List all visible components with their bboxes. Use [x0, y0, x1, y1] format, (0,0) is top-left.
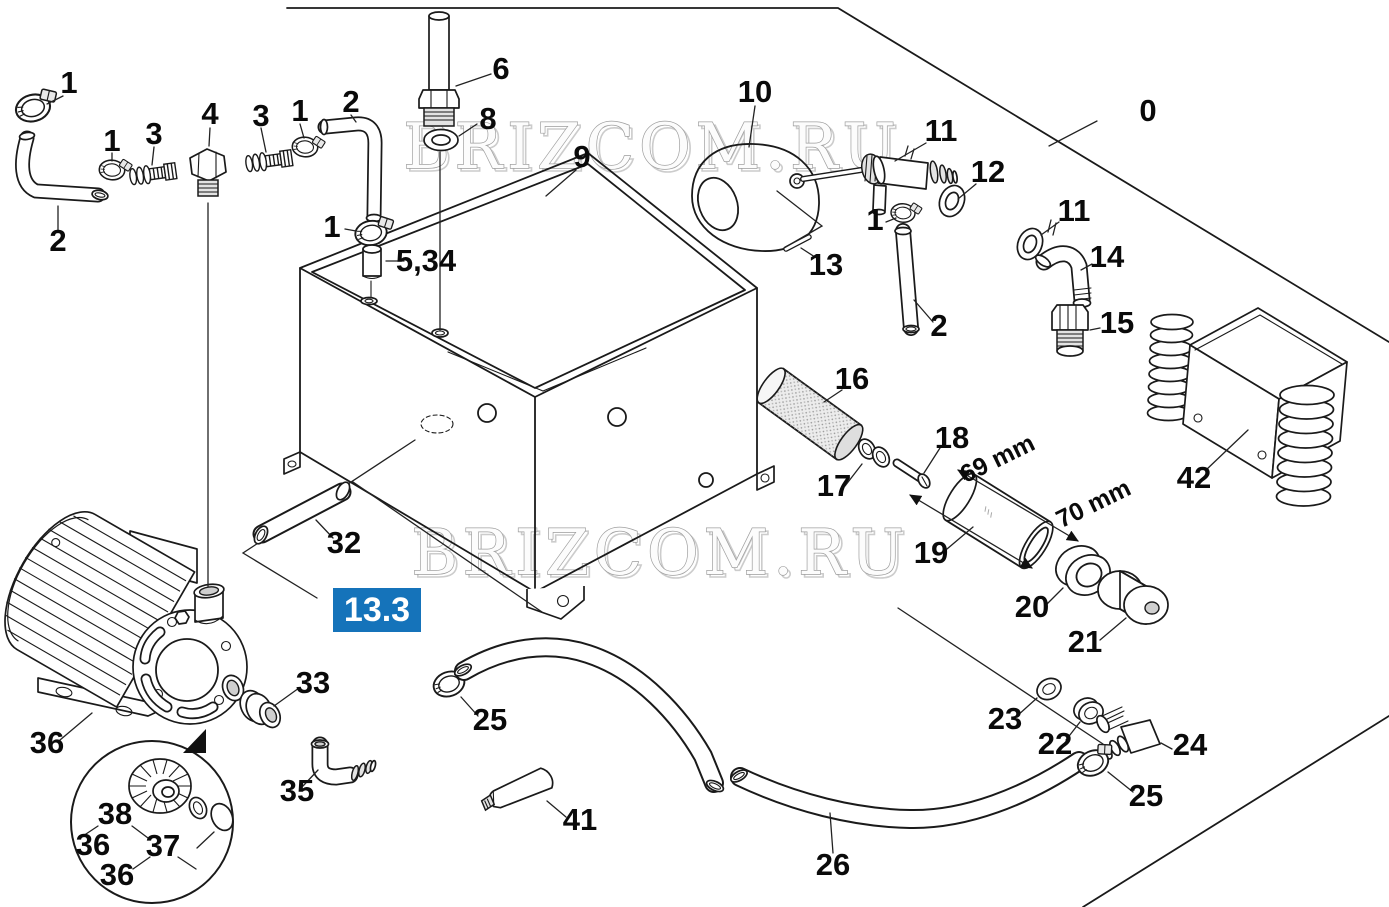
watermark: BRIZCOM.RU [403, 110, 900, 183]
pump-volute [132, 583, 248, 725]
watermark: BRIZCOM.RU [411, 516, 908, 589]
part-label-21: 21 [1068, 624, 1102, 659]
pipe-19 [942, 472, 1054, 570]
part-label-8: 8 [479, 101, 496, 136]
part-label-2: 2 [49, 223, 66, 258]
exploded-axis [897, 607, 1104, 745]
bushing-33 [239, 689, 282, 729]
section-badge: 13.3 [333, 588, 421, 632]
hose-clamp-1c [290, 133, 327, 160]
hose-26 [453, 637, 1089, 830]
part-label-6: 6 [492, 51, 509, 86]
witness-lines-32 [241, 439, 543, 613]
part-label-1: 1 [103, 123, 120, 158]
leader-lines [46, 73, 1249, 854]
part-label-14: 14 [1090, 239, 1125, 274]
detail-circle [70, 729, 234, 904]
part-label-18: 18 [935, 420, 969, 455]
part-label-26: 26 [816, 847, 850, 882]
part-label-11: 11 [925, 113, 958, 148]
part-label-3: 3 [252, 98, 269, 133]
motor-pump-36 [4, 510, 248, 725]
part-label-9: 9 [573, 139, 590, 174]
part-label-36: 36 [30, 725, 64, 760]
part-label-19: 19 [914, 535, 948, 570]
part-label-35: 35 [280, 773, 314, 808]
filter-16 [756, 367, 864, 461]
part-label-0: 0 [1139, 93, 1156, 128]
part-label-42: 42 [1177, 460, 1211, 495]
elbow-35 [310, 736, 377, 786]
pipe-32 [252, 481, 352, 545]
part-label-25: 25 [1129, 778, 1163, 813]
valve-group-11 [860, 153, 1044, 336]
part-label-25: 25 [473, 702, 507, 737]
seal-ring-37 [188, 796, 208, 820]
part-label-36: 36 [100, 857, 134, 892]
part-label-38: 38 [98, 796, 132, 831]
part-label-15: 15 [1100, 305, 1134, 340]
impeller-38 [128, 758, 192, 814]
part-label-12: 12 [971, 154, 1005, 189]
barb-fitting-3b [244, 148, 294, 174]
part-label-5,34: 5,34 [396, 243, 457, 278]
seal-disc-37 [210, 802, 234, 832]
part-label-36: 36 [76, 827, 110, 862]
section-badge-background [333, 588, 421, 632]
part-label-3: 3 [145, 116, 162, 151]
frame-border [286, 7, 1389, 907]
part-label-4: 4 [201, 96, 219, 131]
part-label-1: 1 [60, 65, 77, 100]
dimension-label: 70 mm [1052, 474, 1135, 534]
spring-box-42 [1146, 307, 1348, 507]
part-label-1: 1 [866, 202, 883, 237]
motor-barrel [4, 510, 196, 708]
part-label-22: 22 [1038, 726, 1072, 761]
part-label-24: 24 [1173, 727, 1208, 762]
ring-23 [1036, 677, 1062, 701]
part-label-1: 1 [291, 93, 308, 128]
part-label-16: 16 [835, 361, 869, 396]
part-label-17: 17 [817, 468, 851, 503]
part-label-2: 2 [930, 308, 947, 343]
part-label-23: 23 [988, 701, 1022, 736]
part-label-20: 20 [1015, 589, 1049, 624]
part-label-11: 11 [1058, 193, 1091, 228]
part-label-10: 10 [738, 74, 772, 109]
hose-clamp-1b [97, 156, 134, 183]
detail-pointer-triangle [183, 729, 206, 753]
hose-clamp-1a [11, 84, 64, 127]
nipple-15 [1051, 304, 1089, 357]
part-label-13: 13 [809, 247, 843, 282]
section-badge-text: 13.3 [344, 591, 410, 629]
rings-17 [857, 438, 891, 468]
pin-18 [892, 458, 931, 489]
float-10 [691, 143, 864, 252]
elbow-14 [1034, 245, 1092, 309]
part-label-32: 32 [327, 525, 361, 560]
standpipe-6 [418, 11, 460, 331]
plug-5-34 [362, 244, 382, 298]
part-label-41: 41 [563, 802, 597, 837]
spring-right [1275, 384, 1335, 507]
tank-9 [283, 152, 775, 620]
barb-fitting-3a [128, 161, 178, 187]
grease-tube-41 [480, 767, 554, 812]
hose-clamp-1e [889, 200, 924, 225]
part-label-37: 37 [146, 828, 180, 863]
hex-plug-4 [189, 148, 227, 197]
part-label-2: 2 [342, 84, 359, 119]
part-label-1: 1 [323, 209, 340, 244]
cylinder-21 [1097, 570, 1169, 625]
hose-group-left [11, 84, 399, 249]
part-label-33: 33 [296, 665, 330, 700]
dimension-arrows [909, 469, 1079, 569]
